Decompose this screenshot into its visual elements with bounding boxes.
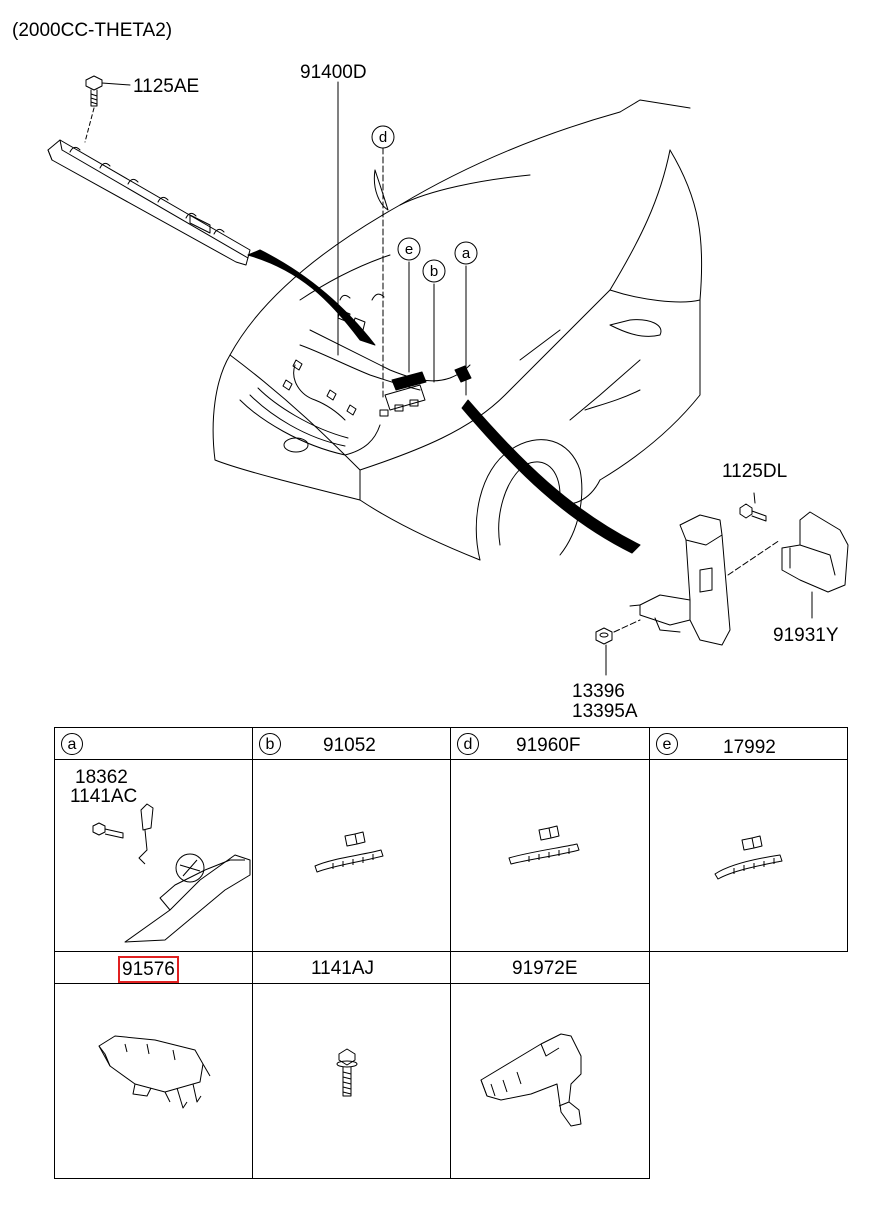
table-header-d: d 91960F — [450, 727, 650, 760]
part-number-nut-2: 13395A — [572, 701, 638, 722]
table-header-91576: 91576 — [54, 951, 253, 984]
circle-label-a: a — [61, 733, 83, 755]
table-cell-e — [649, 759, 848, 952]
part-number-main-harness: 91400D — [300, 62, 367, 83]
circle-label-e: e — [656, 733, 678, 755]
part-number-1141AC: 1141AC — [70, 786, 138, 807]
callout-label-b: b — [430, 263, 438, 280]
part-number-91972E: 91972E — [512, 958, 578, 979]
part-number-cowl-bolt: 1125AE — [133, 76, 200, 97]
callout-circle-b — [422, 259, 446, 283]
table-cell-1141AJ — [252, 983, 451, 1179]
vehicle-outline — [212, 99, 703, 561]
cable-tie-drawing-d — [508, 825, 580, 865]
circle-label-b: b — [259, 733, 281, 755]
callout-circle-d — [371, 125, 395, 149]
part-number-91960F: 91960F — [516, 735, 581, 756]
part-number-1141AJ: 1141AJ — [311, 958, 375, 979]
part-number-91052: 91052 — [323, 735, 376, 756]
bracket-part — [629, 514, 731, 646]
flange-bolt-drawing — [336, 1048, 358, 1097]
ground-bolt-assembly-drawing — [92, 803, 251, 943]
cowl-cover-part — [47, 139, 251, 266]
bracket-bolt-part — [739, 492, 767, 522]
harness-bracket-drawing — [480, 1033, 582, 1127]
cable-tie-drawing-e — [714, 835, 783, 880]
part-number-nut-1: 13396 — [572, 681, 625, 702]
part-number-91576: 91576 — [118, 956, 179, 983]
table-cell-91972E — [450, 983, 650, 1179]
engine-spec-title: (2000CC-THETA2) — [12, 20, 173, 41]
table-cell-b — [252, 759, 451, 952]
part-number-bracket-bolt: 1125DL — [722, 461, 788, 482]
callout-circle-a — [454, 241, 478, 265]
table-header-a: a — [54, 727, 253, 760]
part-number-bracket: 91931Y — [773, 625, 839, 646]
table-header-91972E: 91972E — [450, 951, 650, 984]
table-header-b: b 91052 — [252, 727, 451, 760]
circle-label-d: d — [457, 733, 479, 755]
callout-label-a: a — [462, 245, 471, 262]
exploded-view-diagram: d e b a — [47, 75, 849, 676]
part-number-18362: 18362 — [75, 767, 128, 788]
table-header-1141AJ: 1141AJ — [252, 951, 451, 984]
table-cell-d — [450, 759, 650, 952]
callout-circle-e — [397, 237, 421, 261]
engine-harness-part — [282, 293, 472, 421]
table-cell-91576 — [54, 983, 253, 1179]
callout-label-d: d — [379, 129, 387, 146]
table-cell-a: 18362 1141AC — [54, 759, 253, 952]
callout-label-e: e — [405, 241, 413, 258]
harness-protector-drawing — [98, 1035, 211, 1109]
nut-part — [595, 627, 613, 676]
parts-table: a b 91052 d 91960F e 17992 18362 1141AC — [54, 727, 848, 1179]
part-number-17992: 17992 — [723, 737, 776, 758]
cable-tie-drawing-b — [314, 831, 384, 873]
bracket-clip-part — [781, 511, 849, 619]
table-header-e: e 17992 — [649, 727, 848, 760]
cowl-bolt-part — [84, 75, 131, 143]
